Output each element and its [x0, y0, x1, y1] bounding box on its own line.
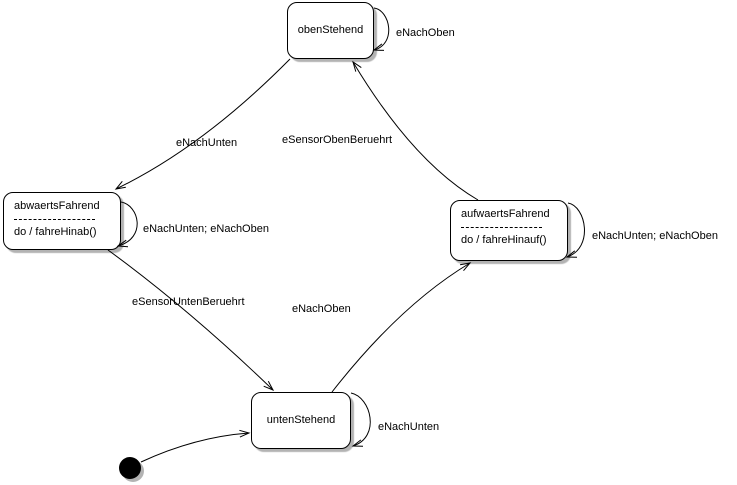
transition-label-eNachUnten: eNachUnten	[176, 137, 238, 149]
state-aufwaertsFahrend[interactable]: aufwaertsFahrend do / fahreHinauf()	[450, 200, 568, 261]
state-compartment-separator	[14, 219, 95, 220]
self-transition-unten	[350, 392, 371, 447]
arrowhead-abwaerts-to-unten	[263, 380, 275, 391]
state-untenStehend[interactable]: untenStehend	[251, 392, 351, 449]
transition-label-eNachOben: eNachOben	[292, 303, 351, 315]
arrowhead-self-oben	[372, 43, 385, 51]
transition-label-self-abwaerts: eNachUnten; eNachOben	[143, 223, 269, 235]
self-transition-oben	[373, 7, 390, 51]
state-obenStehend[interactable]: obenStehend	[287, 2, 374, 59]
arrowhead-self-aufwaerts	[565, 250, 578, 258]
transition-label-eNachOben-self-oben: eNachOben	[396, 27, 455, 39]
state-name: obenStehend	[297, 24, 364, 36]
arrowhead-self-unten	[351, 439, 364, 447]
arrowhead-initial-to-unten	[239, 429, 251, 438]
state-name: aufwaertsFahrend	[461, 208, 550, 220]
transition-label-eSensorUntenBeruehrt: eSensorUntenBeruehrt	[132, 296, 245, 308]
transition-abwaerts-to-unten	[107, 249, 274, 391]
initial-state-shadow	[122, 460, 144, 482]
state-name: abwaertsFahrend	[14, 200, 100, 212]
self-transition-aufwaerts	[566, 202, 585, 258]
state-compartment-separator	[461, 227, 542, 228]
arrowhead-unten-to-aufwaerts	[460, 262, 472, 272]
arrowhead-oben-to-abwaerts	[114, 180, 126, 190]
transition-unten-to-aufwaerts	[331, 262, 471, 393]
state-do-activity: do / fahreHinab()	[14, 226, 97, 238]
transition-aufwaerts-to-oben	[352, 61, 479, 201]
state-do-activity: do / fahreHinauf()	[461, 234, 547, 246]
transition-label-eNachUnten-self-unten: eNachUnten	[378, 421, 440, 433]
transition-oben-to-abwaerts	[115, 58, 291, 190]
transition-label-eSensorObenBeruehrt: eSensorObenBeruehrt	[282, 134, 393, 146]
arrowhead-aufwaerts-to-oben	[352, 60, 362, 72]
state-abwaertsFahrend[interactable]: abwaertsFahrend do / fahreHinab()	[3, 192, 121, 250]
transition-label-self-aufwaerts: eNachUnten; eNachOben	[592, 230, 718, 242]
transition-initial-to-unten	[140, 432, 250, 463]
initial-state-marker[interactable]	[119, 457, 141, 479]
state-name: untenStehend	[266, 414, 336, 426]
